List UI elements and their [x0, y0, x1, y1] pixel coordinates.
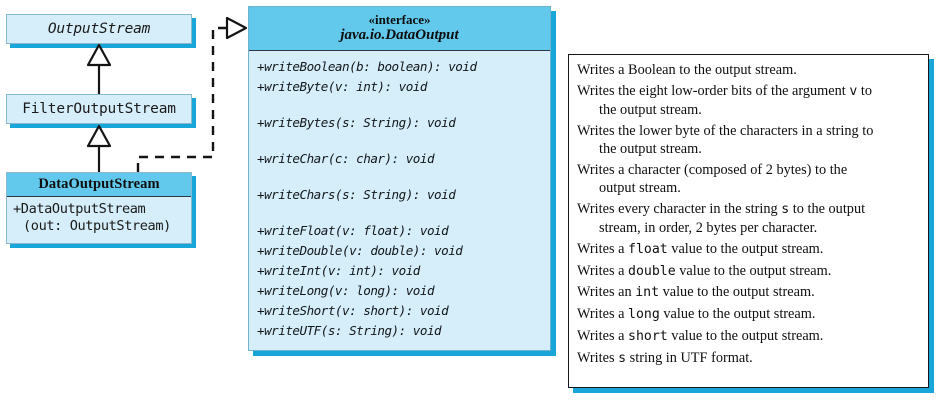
description-item: Writes a long value to the output stream… [577, 306, 816, 323]
description-item: Writes s string in UTF format. [577, 349, 753, 366]
generalization-filter-to-output [86, 43, 112, 94]
method-row: +writeBoolean(b: boolean): void [257, 59, 477, 74]
interface-stereotype-label: «interface» [368, 12, 431, 27]
description-panel: Writes a Boolean to the output stream. Wr… [568, 54, 929, 388]
description-item: Writes an int value to the output stream… [577, 284, 815, 301]
code-token: double [628, 263, 676, 279]
class-name-filteroutputstream: FilterOutputStream [22, 101, 176, 117]
method-row: +writeChars(s: String): void [257, 187, 456, 202]
code-token: float [628, 241, 668, 257]
description-item: Writes every character in the string s t… [577, 200, 918, 237]
method-row: +writeBytes(s: String): void [257, 115, 456, 130]
constructor-line-1: +DataOutputStream [13, 201, 146, 217]
class-box-outputstream[interactable]: OutputStream [6, 14, 192, 44]
description-item: Writes a float value to the output strea… [577, 240, 824, 257]
code-token: s [781, 201, 790, 217]
method-row: +writeDouble(v: double): void [257, 243, 463, 258]
method-row: +writeChar(c: char): void [257, 151, 435, 166]
class-name-outputstream: OutputStream [47, 21, 151, 37]
constructor-line-2: (out: OutputStream) [23, 218, 171, 234]
description-continuation: stream, in order, 2 bytes per character. [599, 220, 818, 236]
class-members-dataoutputstream: +DataOutputStream (out: OutputStream) [7, 197, 191, 240]
method-row: +writeLong(v: long): void [257, 283, 435, 298]
class-header-dataoutputstream: DataOutputStream [7, 173, 191, 197]
interface-header: «interface» java.io.DataOutput [249, 7, 550, 51]
description-continuation: the output stream. [599, 141, 702, 157]
description-item: Writes a Boolean to the output stream. [577, 62, 797, 78]
code-token: long [628, 307, 660, 323]
code-token: short [628, 328, 668, 344]
description-item: Writes the eight low-order bits of the a… [577, 82, 918, 119]
method-row: +writeByte(v: int): void [257, 79, 427, 94]
interface-method-list: +writeBoolean(b: boolean): void +writeBy… [249, 51, 550, 350]
method-row: +writeShort(v: short): void [257, 303, 449, 318]
description-continuation: the output stream. [599, 102, 702, 118]
description-item: Writes a short value to the output strea… [577, 327, 824, 344]
description-item: Writes a character (composed of 2 bytes)… [577, 161, 918, 197]
description-item: Writes the lower byte of the characters … [577, 122, 918, 158]
method-row: +writeFloat(v: float): void [257, 223, 449, 238]
interface-box-dataoutput[interactable]: «interface» java.io.DataOutput +writeBoo… [248, 6, 551, 351]
description-item: Writes a double value to the output stre… [577, 262, 832, 279]
description-continuation: output stream. [599, 180, 681, 196]
code-token: int [635, 285, 660, 301]
method-row: +writeInt(v: int): void [257, 263, 420, 278]
generalization-data-to-filter [86, 124, 112, 172]
class-box-filteroutputstream[interactable]: FilterOutputStream [6, 94, 192, 124]
method-row: +writeUTF(s: String): void [257, 323, 442, 338]
code-token: v [849, 83, 858, 99]
code-token: s [618, 350, 627, 366]
class-box-dataoutputstream[interactable]: DataOutputStream +DataOutputStream (out:… [6, 172, 192, 244]
interface-name-label: java.io.DataOutput [340, 27, 459, 43]
